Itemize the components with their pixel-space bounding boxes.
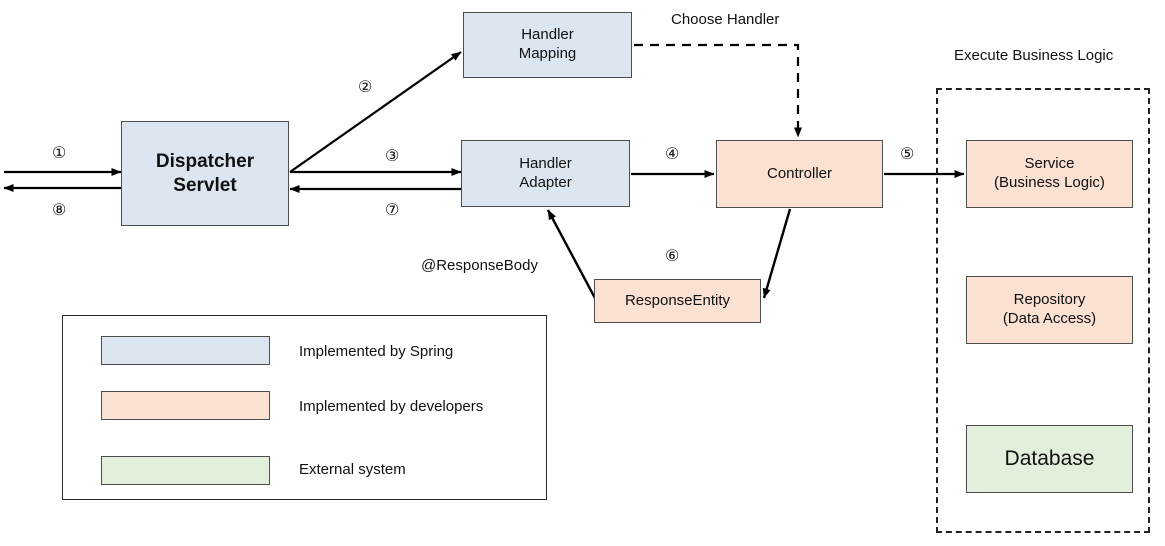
- node-database[interactable]: Database: [966, 425, 1133, 493]
- legend-label-external: External system: [299, 461, 406, 478]
- controller-label: Controller: [766, 164, 833, 182]
- step-marker-6: ⑥: [665, 248, 680, 265]
- edge-choose-handler: [634, 43, 802, 138]
- step-marker-1: ①: [52, 145, 67, 162]
- node-handler-mapping[interactable]: Handler Mapping: [463, 12, 632, 78]
- node-handler-adapter[interactable]: Handler Adapter: [461, 140, 630, 207]
- legend-swatch-external: [101, 456, 270, 485]
- business-logic-group: [936, 88, 1150, 533]
- label-choose-handler: Choose Handler: [671, 11, 780, 28]
- step-marker-3: ③: [385, 148, 400, 165]
- handler-mapping-line2: Mapping: [518, 45, 577, 62]
- step-marker-4: ④: [665, 146, 680, 163]
- node-repository[interactable]: Repository (Data Access): [966, 276, 1133, 344]
- step-marker-8: ⑧: [52, 202, 67, 219]
- database-label: Database: [1004, 446, 1095, 470]
- node-response-entity[interactable]: ResponseEntity: [594, 279, 761, 323]
- legend-swatch-developers: [101, 391, 270, 420]
- step-marker-7: ⑦: [385, 202, 400, 219]
- legend-label-developers: Implemented by developers: [299, 398, 484, 415]
- legend-swatch-spring: [101, 336, 270, 365]
- repository-line2: (Data Access): [1002, 310, 1097, 327]
- step-marker-2: ②: [358, 79, 373, 96]
- edge-response-entity-to-handler-adapter: [546, 209, 598, 301]
- node-dispatcher-servlet[interactable]: Dispatcher Servlet: [121, 121, 289, 226]
- label-execute-business-logic: Execute Business Logic: [954, 47, 1114, 64]
- node-controller[interactable]: Controller: [716, 140, 883, 208]
- handler-adapter-line2: Adapter: [519, 173, 572, 191]
- repository-line1: Repository: [1013, 291, 1086, 309]
- response-entity-label: ResponseEntity: [624, 291, 731, 309]
- handler-adapter-line1: Handler: [519, 154, 572, 172]
- label-response-body: @ResponseBody: [421, 257, 538, 274]
- legend-label-spring: Implemented by Spring: [299, 343, 454, 360]
- dispatcher-servlet-line2: Servlet: [173, 174, 237, 196]
- handler-mapping-line1: Handler: [521, 26, 574, 44]
- step-marker-5: ⑤: [900, 146, 915, 163]
- service-line2: (Business Logic): [994, 174, 1105, 191]
- edge-dispatcher-to-handler-mapping: [289, 51, 462, 173]
- edge-controller-to-response-entity: [762, 208, 792, 299]
- dispatcher-servlet-line1: Dispatcher: [155, 150, 255, 172]
- node-service[interactable]: Service (Business Logic): [966, 140, 1133, 208]
- service-line1: Service: [1024, 155, 1075, 173]
